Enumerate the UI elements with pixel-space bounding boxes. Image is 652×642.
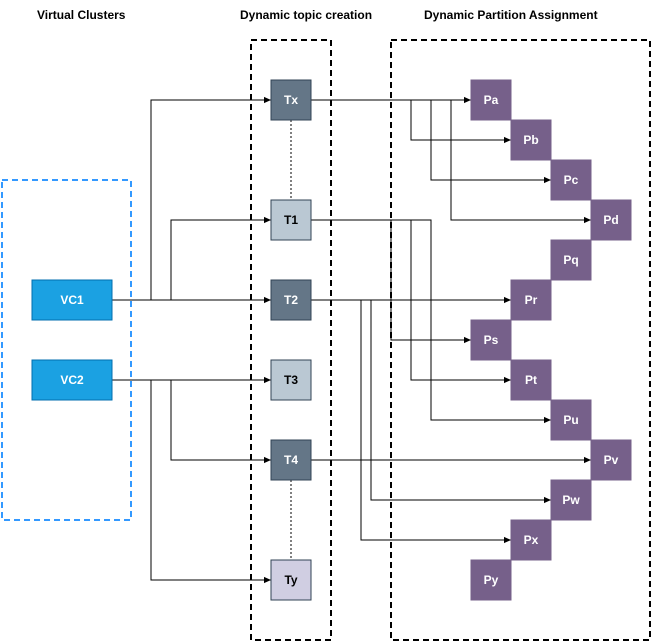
- topic-box: [270, 279, 312, 321]
- edge-t1-to-ps: [311, 219, 471, 344]
- edge-vc1-to-tx: [112, 96, 271, 301]
- partition-box: [590, 199, 632, 241]
- edge-t2-to-px: [311, 299, 511, 544]
- partition-box: [510, 119, 552, 161]
- topic-box: [270, 199, 312, 241]
- partition-box: [470, 79, 512, 121]
- partition-label: Pv: [604, 453, 619, 467]
- edge-vc2-to-ty: [112, 379, 271, 584]
- partition-box: [470, 319, 512, 361]
- partition-label: Pa: [484, 93, 499, 107]
- topic-t3: T3: [270, 359, 312, 401]
- partition-ps: Ps: [470, 319, 512, 361]
- topic-box: [270, 359, 312, 401]
- partition-pq: Pq: [550, 239, 592, 281]
- partition-label: Pu: [563, 413, 578, 427]
- partition-label: Px: [524, 533, 539, 547]
- heading-dynamic-partition-assignment: Dynamic Partition Assignment: [424, 8, 598, 22]
- edge-tx-to-pd: [311, 99, 591, 224]
- partition-label: Pb: [523, 133, 538, 147]
- partition-py: Py: [470, 559, 512, 601]
- partition-label: Pd: [603, 213, 618, 227]
- partition-pt: Pt: [510, 359, 552, 401]
- partition-box: [550, 239, 592, 281]
- topic-label: T2: [284, 293, 298, 307]
- virtual-cluster-vc2: VC2: [31, 359, 113, 401]
- partition-box: [550, 159, 592, 201]
- partition-label: Pc: [564, 173, 579, 187]
- virtual-cluster-box: [31, 279, 113, 321]
- topic-label: Ty: [284, 573, 297, 587]
- topic-label: Tx: [284, 93, 298, 107]
- partition-pc: Pc: [550, 159, 592, 201]
- partition-label: Pq: [563, 253, 578, 267]
- partition-pd: Pd: [590, 199, 632, 241]
- topic-creation-group: [250, 39, 332, 641]
- topic-box: [270, 559, 312, 601]
- partition-pu: Pu: [550, 399, 592, 441]
- virtual-cluster-label: VC2: [60, 373, 84, 387]
- partition-label: Py: [484, 573, 499, 587]
- virtual-clusters-group: [1, 179, 132, 521]
- topic-t1: T1: [270, 199, 312, 241]
- topic-ty: Ty: [270, 559, 312, 601]
- partition-box: [550, 399, 592, 441]
- virtual-cluster-box: [31, 359, 113, 401]
- partition-box: [510, 359, 552, 401]
- topic-label: T1: [284, 213, 298, 227]
- edge-vc2-to-t4: [112, 379, 271, 464]
- virtual-cluster-vc1: VC1: [31, 279, 113, 321]
- partition-pr: Pr: [510, 279, 552, 321]
- partition-box: [470, 559, 512, 601]
- virtual-cluster-label: VC1: [60, 293, 84, 307]
- topic-label: T4: [284, 453, 298, 467]
- partition-box: [590, 439, 632, 481]
- partition-label: Ps: [484, 333, 499, 347]
- topic-box: [270, 79, 312, 121]
- partition-px: Px: [510, 519, 552, 561]
- partition-box: [550, 479, 592, 521]
- edge-t1-to-pu: [311, 219, 551, 424]
- topic-t4: T4: [270, 439, 312, 481]
- partition-box: [510, 279, 552, 321]
- partition-pa: Pa: [470, 79, 512, 121]
- edges: [112, 96, 591, 584]
- edge-vc1-to-t1: [112, 216, 271, 301]
- topic-box: [270, 439, 312, 481]
- partition-pv: Pv: [590, 439, 632, 481]
- partition-pw: Pw: [550, 479, 592, 521]
- partition-box: [510, 519, 552, 561]
- heading-virtual-clusters: Virtual Clusters: [37, 8, 126, 22]
- partition-label: Pt: [525, 373, 537, 387]
- topic-tx: Tx: [270, 79, 312, 121]
- topic-label: T3: [284, 373, 298, 387]
- partition-pb: Pb: [510, 119, 552, 161]
- topic-t2: T2: [270, 279, 312, 321]
- partition-label: Pr: [525, 293, 538, 307]
- heading-dynamic-topic-creation: Dynamic topic creation: [240, 8, 372, 22]
- partition-label: Pw: [562, 493, 580, 507]
